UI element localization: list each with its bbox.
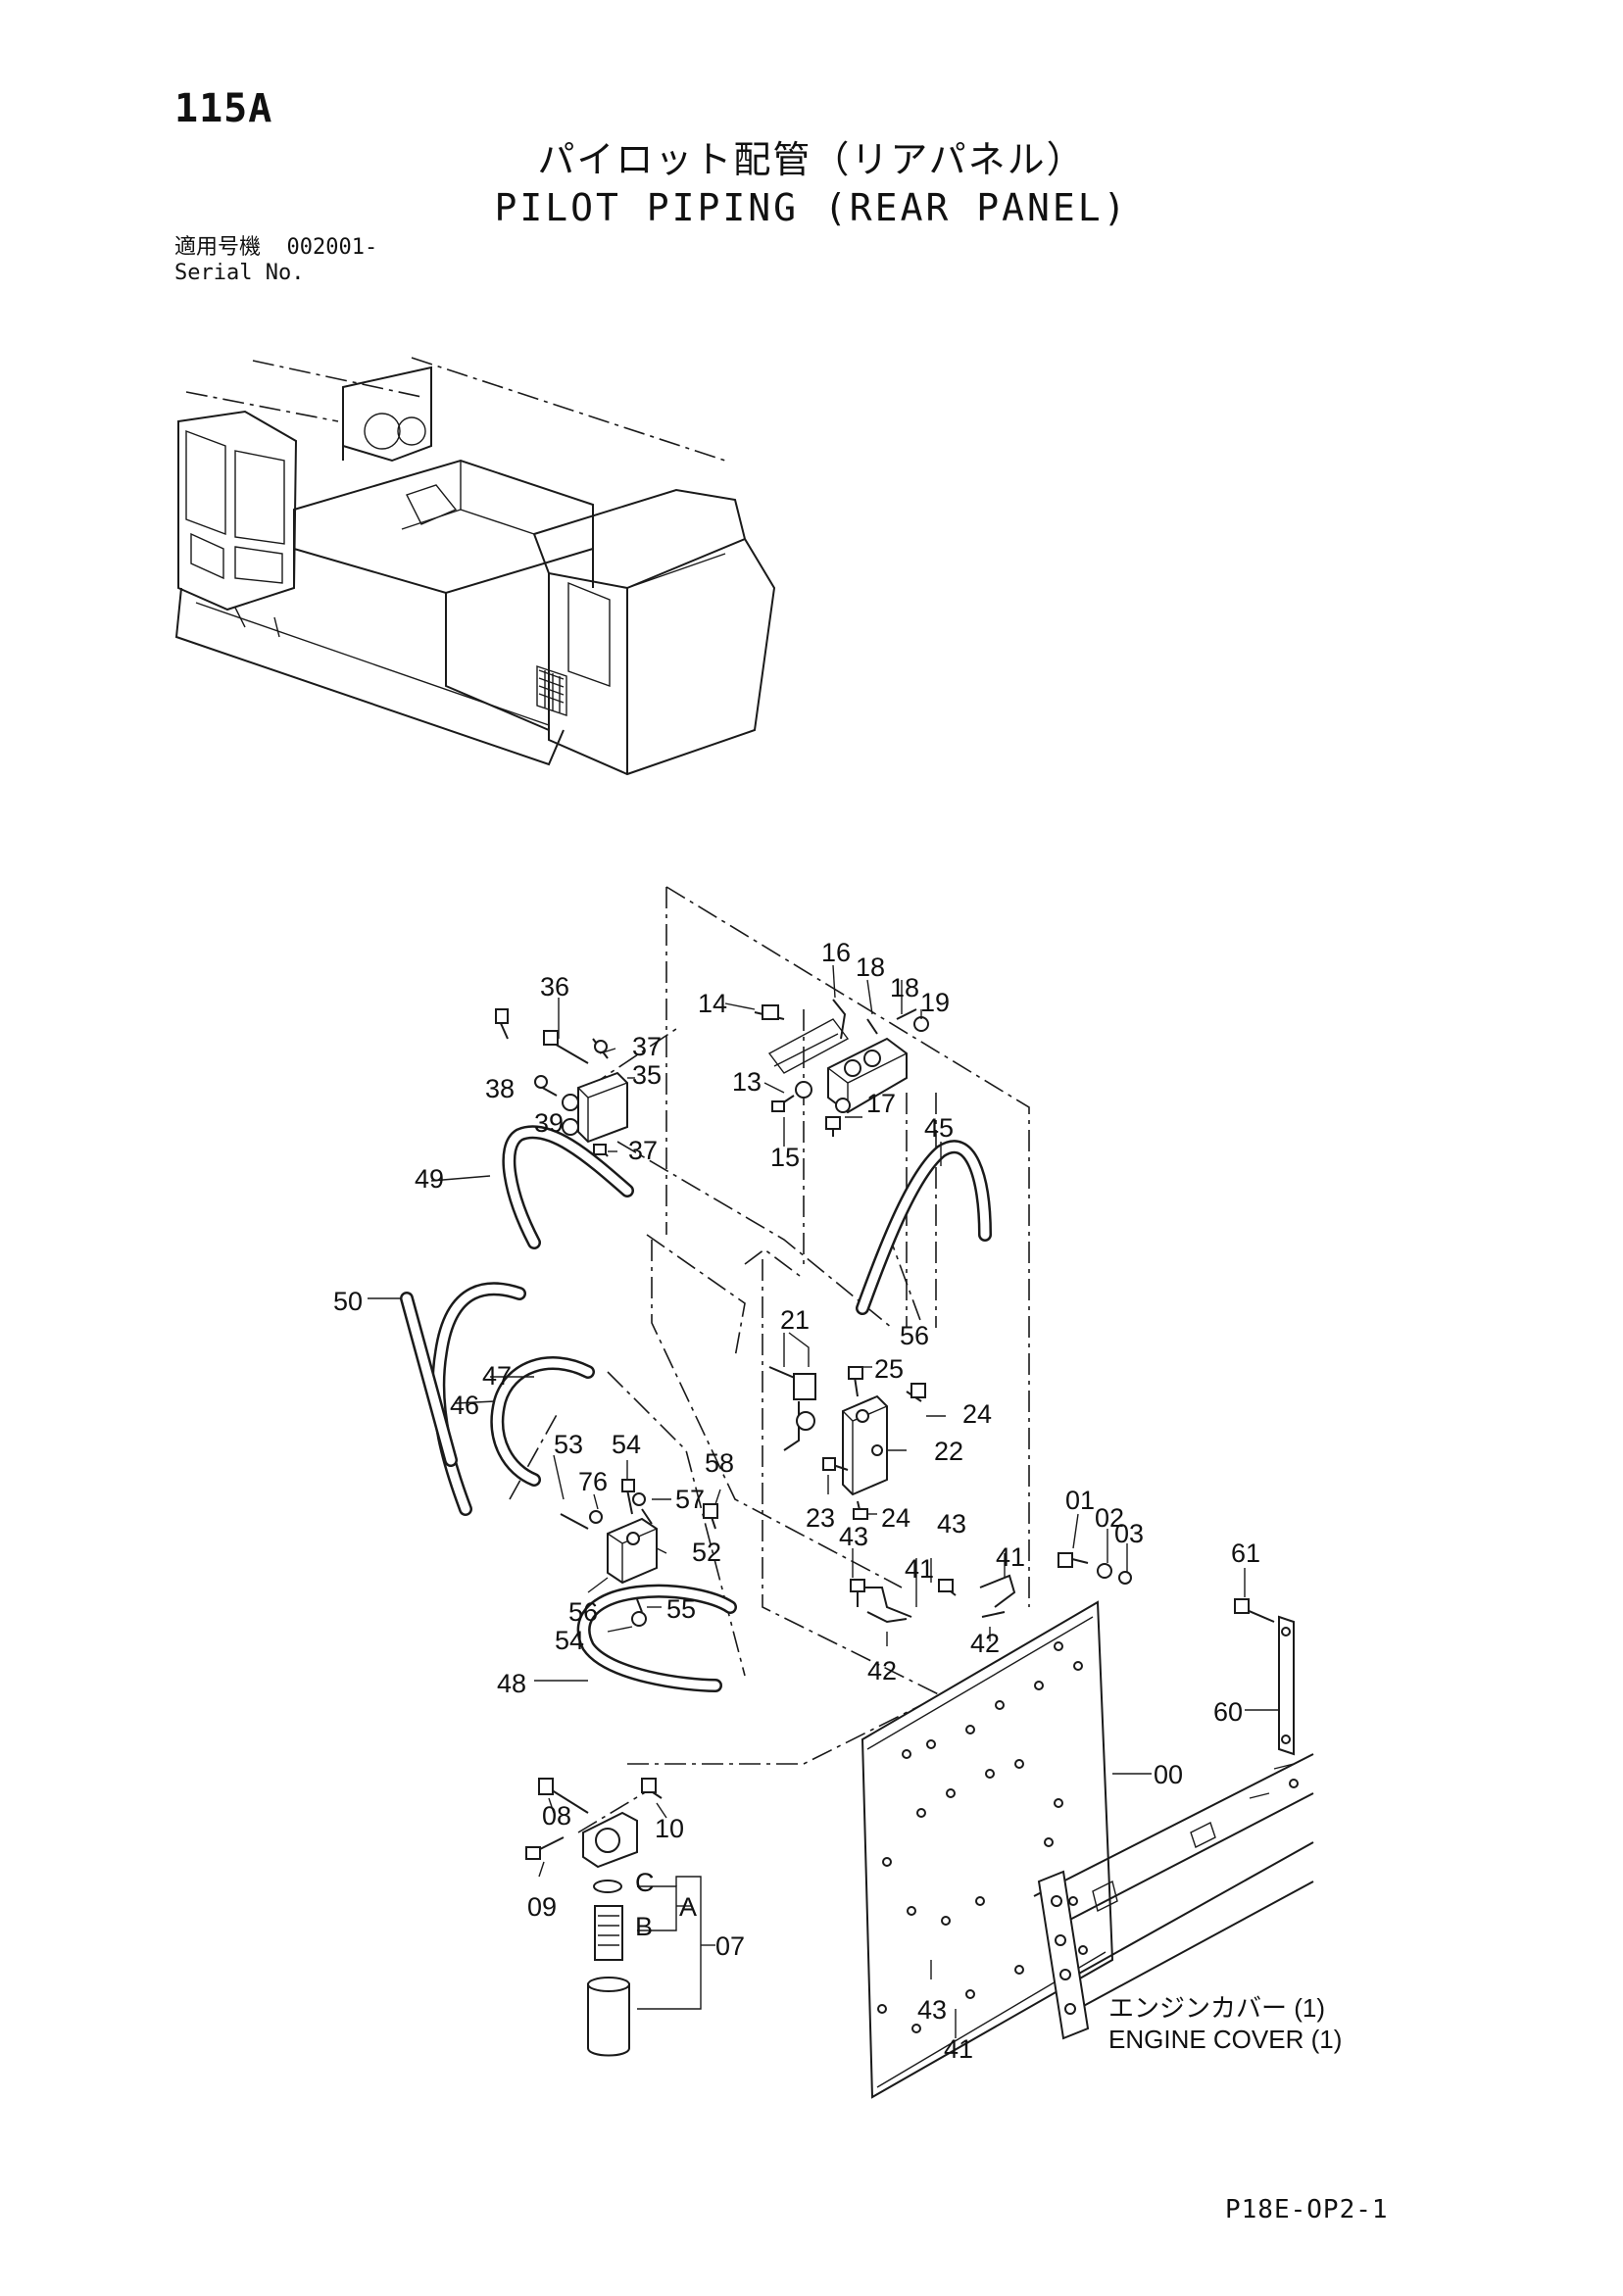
callout-18-second: 18 [890, 973, 919, 1002]
callout-41: 41 [996, 1542, 1025, 1572]
pilot-valve-block [754, 999, 929, 1137]
page-title-japanese: パイロット配管（リアパネル） [537, 138, 1086, 181]
callout-52: 52 [692, 1538, 721, 1567]
callout-00: 00 [1154, 1760, 1183, 1789]
callout-16: 16 [821, 938, 851, 967]
grille-icon [538, 669, 565, 712]
left-valve [495, 1008, 628, 1157]
rear-panel [861, 1600, 1114, 2099]
machine-overview-illustration [174, 357, 776, 776]
engine-cover-note-japanese: エンジンカバー (1) [1108, 1993, 1325, 2023]
callout-14: 14 [698, 989, 727, 1018]
callout-36: 36 [540, 972, 569, 1001]
callout-46: 46 [450, 1391, 479, 1420]
callout-37: 37 [632, 1032, 662, 1061]
callout-61: 61 [1231, 1539, 1260, 1568]
callout-56-second: 56 [568, 1597, 598, 1627]
callout-03: 03 [1114, 1519, 1144, 1548]
callout-57: 57 [675, 1485, 705, 1514]
callout-01: 01 [1065, 1486, 1095, 1515]
callout-49: 49 [415, 1164, 444, 1194]
callout-42: 42 [970, 1629, 1000, 1658]
callout-47: 47 [482, 1361, 512, 1391]
document-code: P18E-OP2-1 [1225, 2195, 1389, 2224]
callout-55: 55 [666, 1594, 696, 1624]
hose-49 [502, 1125, 634, 1249]
hose-50 [400, 1292, 458, 1467]
callout-08: 08 [542, 1801, 571, 1831]
callout-21: 21 [780, 1305, 810, 1335]
callout-18: 18 [856, 953, 885, 982]
callout-56: 56 [900, 1321, 929, 1350]
hose-45 [856, 1140, 992, 1315]
serial-label-japanese: 適用号機 [174, 235, 262, 260]
callout-54-second: 54 [555, 1626, 584, 1655]
callout-43-second: 43 [937, 1509, 966, 1539]
serial-block: 適用号機 002001- Serial No. [174, 235, 377, 286]
callout-23: 23 [806, 1503, 835, 1533]
hose-47 [431, 1282, 526, 1516]
callout-07: 07 [715, 1931, 745, 1961]
callout-02: 02 [1095, 1503, 1124, 1533]
page-number: 115A [174, 86, 273, 131]
callout-10: 10 [655, 1814, 684, 1843]
callout-B: B [635, 1912, 653, 1941]
callout-09: 09 [527, 1892, 557, 1922]
page-title-english: PILOT PIPING (REAR PANEL) [494, 186, 1129, 229]
callout-35: 35 [632, 1060, 662, 1090]
callout-24-second: 24 [881, 1503, 910, 1533]
callout-41-second: 41 [905, 1554, 934, 1584]
callout-54: 54 [612, 1430, 641, 1459]
callout-41-third: 41 [944, 2034, 973, 2064]
bracket-group [850, 1574, 1016, 1624]
callout-25: 25 [874, 1354, 904, 1384]
engine-cover-frame [1033, 1753, 1314, 2040]
callout-15: 15 [770, 1143, 800, 1172]
callout-58: 58 [705, 1448, 734, 1478]
callout-43-third: 43 [917, 1995, 947, 2025]
leader-lines [368, 964, 1279, 2038]
callout-A: A [679, 1892, 697, 1922]
solenoid-assembly [768, 1366, 926, 1520]
engine-cover-note-english: ENGINE COVER (1) [1108, 2025, 1342, 2054]
serial-label-english: Serial No. [174, 261, 305, 285]
callout-17: 17 [866, 1089, 896, 1118]
right-side-hardware [1057, 1552, 1295, 1756]
callout-48: 48 [497, 1669, 526, 1698]
callout-24: 24 [962, 1399, 992, 1429]
callout-39: 39 [534, 1108, 564, 1138]
middle-block [560, 1479, 718, 1627]
callout-13: 13 [732, 1067, 762, 1097]
callout-76: 76 [578, 1467, 608, 1496]
callout-60: 60 [1213, 1697, 1243, 1727]
hose-48 [576, 1584, 737, 1692]
serial-value: 002001- [286, 235, 378, 260]
callout-50: 50 [333, 1287, 363, 1316]
hose-46 [490, 1356, 595, 1487]
callout-53: 53 [554, 1430, 583, 1459]
callout-37-second: 37 [628, 1136, 658, 1165]
callout-C: C [635, 1868, 655, 1897]
callout-43: 43 [839, 1522, 868, 1551]
callout-labels: 14 16 18 18 19 13 15 17 36 37 35 38 39 3… [333, 938, 1342, 2064]
callout-22: 22 [934, 1437, 963, 1466]
callout-38: 38 [485, 1074, 515, 1103]
callout-45: 45 [924, 1113, 954, 1143]
callout-42-second: 42 [867, 1656, 897, 1685]
filter-assembly [525, 1778, 715, 2057]
callout-19: 19 [920, 988, 950, 1017]
